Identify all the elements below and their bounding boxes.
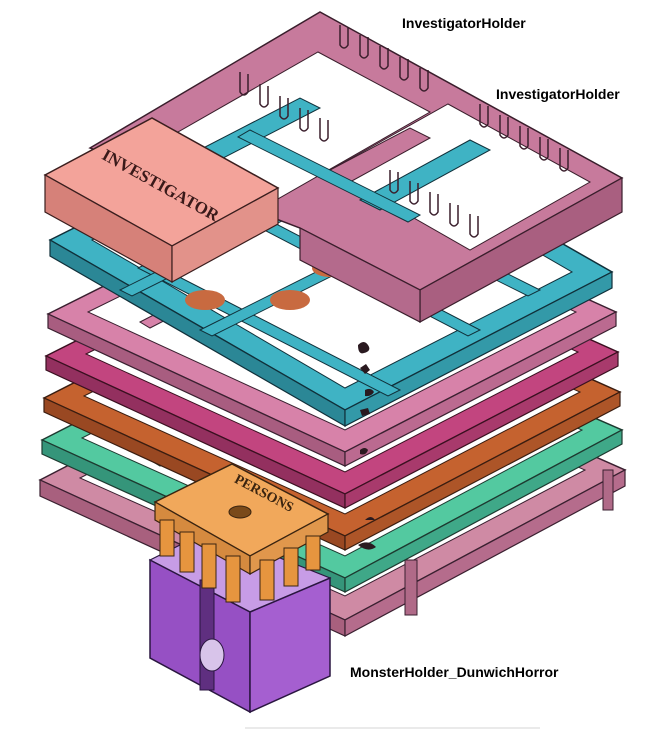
investigator-holder-label-right: InvestigatorHolder bbox=[496, 86, 620, 102]
monster-holder-label: MonsterHolder_DunwichHorror bbox=[350, 664, 559, 680]
persons-box: PERSONS bbox=[153, 463, 330, 603]
investigator-box: INVESTIGATOR bbox=[43, 117, 280, 284]
investigator-holder-frames bbox=[88, 11, 624, 324]
investigator-holder-label-top: InvestigatorHolder bbox=[402, 15, 526, 31]
token-icons bbox=[358, 342, 376, 550]
